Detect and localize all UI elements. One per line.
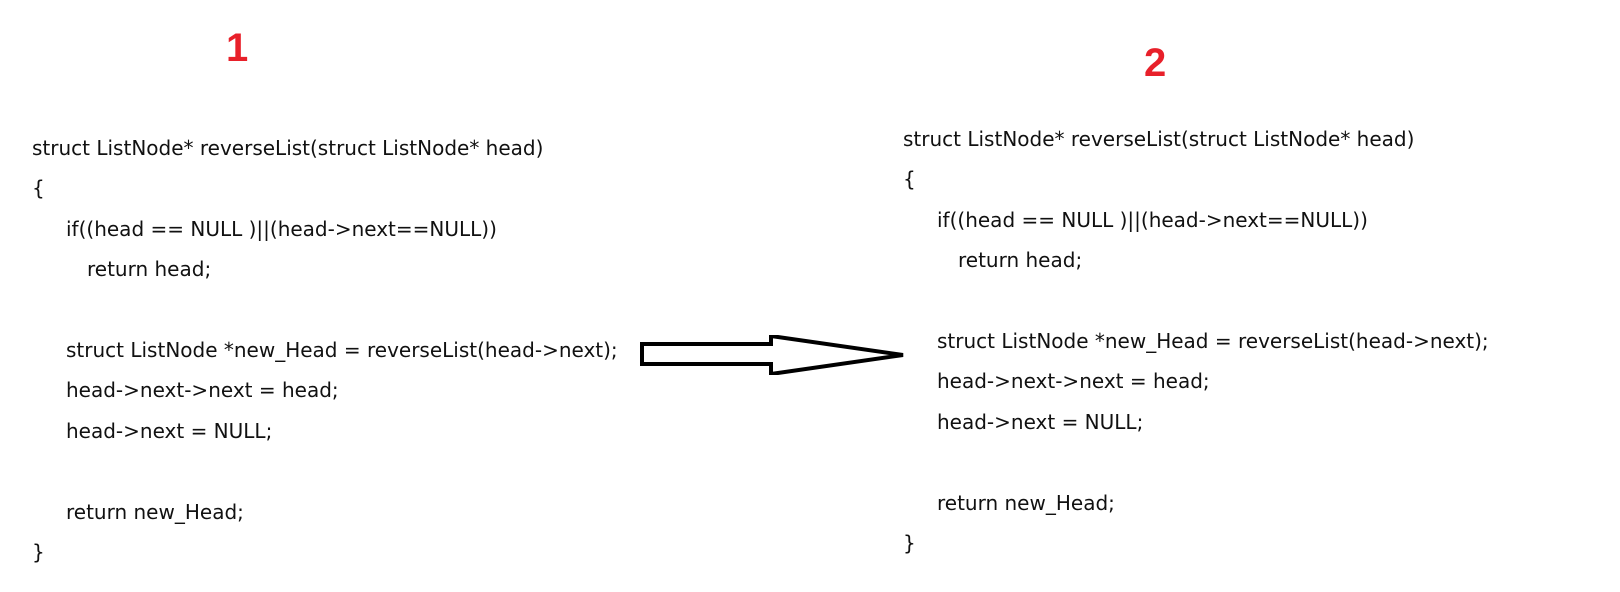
code-line-text: if((head == NULL )||(head->next==NULL)) [66, 216, 497, 241]
right-arrow-icon [640, 335, 904, 375]
code-line: } [32, 532, 618, 572]
code-line: { [32, 168, 618, 208]
code-line [903, 442, 1489, 482]
code-line-text: } [903, 530, 916, 555]
code-line-text: return new_Head; [937, 490, 1115, 515]
code-line: return new_Head; [32, 492, 618, 532]
code-block-before: struct ListNode* reverseList(struct List… [32, 128, 618, 572]
code-line: head->next = NULL; [32, 411, 618, 451]
code-line: head->next->next = head; [903, 361, 1489, 401]
code-line: } [903, 523, 1489, 563]
code-line: if((head == NULL )||(head->next==NULL)) [903, 200, 1489, 240]
code-line-text: } [32, 539, 45, 564]
code-line: return head; [903, 240, 1489, 280]
code-line-text: head->next->next = head; [66, 378, 339, 403]
code-block-after: struct ListNode* reverseList(struct List… [903, 119, 1489, 563]
code-line-text: struct ListNode *new_Head = reverseList(… [937, 328, 1489, 353]
code-line: head->next = NULL; [903, 402, 1489, 442]
code-line-text: { [903, 167, 916, 192]
code-line-text: return new_Head; [66, 499, 244, 524]
code-line-text: head->next->next = head; [937, 369, 1210, 394]
step-number-2: 2 [1144, 41, 1167, 85]
code-line [903, 281, 1489, 321]
code-line-text: struct ListNode *new_Head = reverseList(… [66, 337, 618, 362]
code-line-text: return head; [958, 248, 1083, 273]
arrow-outline [640, 335, 904, 375]
code-line-text: head->next = NULL; [937, 409, 1144, 434]
code-line: return head; [32, 249, 618, 289]
code-line-text: struct ListNode* reverseList(struct List… [903, 127, 1415, 151]
code-line: struct ListNode *new_Head = reverseList(… [903, 321, 1489, 361]
code-line: return new_Head; [903, 483, 1489, 523]
code-line: struct ListNode* reverseList(struct List… [32, 128, 618, 168]
code-line [32, 290, 618, 330]
code-line-text: if((head == NULL )||(head->next==NULL)) [937, 207, 1368, 232]
code-line [32, 451, 618, 491]
code-line-text: struct ListNode* reverseList(struct List… [32, 136, 544, 160]
code-line: { [903, 159, 1489, 199]
code-line: struct ListNode* reverseList(struct List… [903, 119, 1489, 159]
code-line-text: head->next = NULL; [66, 418, 273, 443]
code-line-text: { [32, 176, 45, 201]
code-line: head->next->next = head; [32, 370, 618, 410]
code-line: if((head == NULL )||(head->next==NULL)) [32, 209, 618, 249]
step-number-1: 1 [226, 26, 249, 70]
code-line: struct ListNode *new_Head = reverseList(… [32, 330, 618, 370]
code-line-text: return head; [87, 257, 212, 282]
